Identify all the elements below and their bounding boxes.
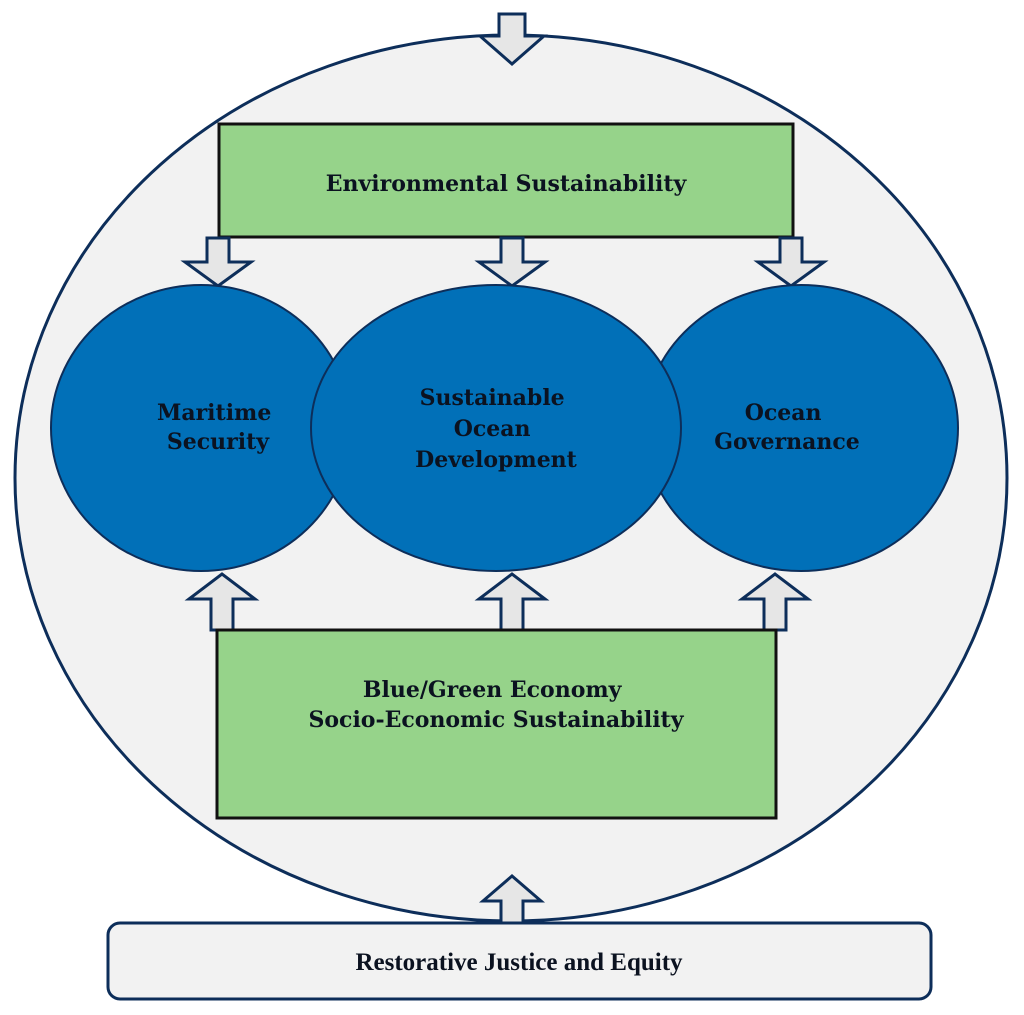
down-arrow-icon bbox=[474, 236, 550, 288]
down-arrow-icon bbox=[753, 236, 829, 288]
restorative-justice-label: Restorative Justice and Equity bbox=[355, 949, 683, 976]
down-arrow-icon bbox=[180, 236, 256, 288]
bge-line-1: Blue/Green Economy bbox=[363, 677, 623, 703]
sod-line-2: Ocean bbox=[454, 416, 531, 442]
sod-line-3: Development bbox=[415, 447, 578, 473]
ocean-governance-label: Ocean Governance bbox=[714, 400, 859, 455]
ocean-governance-line-2: Governance bbox=[714, 429, 859, 455]
blue-green-economy-label: Blue/Green Economy Socio-Economic Sustai… bbox=[308, 677, 684, 733]
environmental-sustainability-box bbox=[217, 122, 795, 239]
ocean-governance-ellipse bbox=[643, 284, 959, 572]
environmental-sustainability-label: Environmental Sustainability bbox=[326, 171, 688, 197]
down-arrow-icon bbox=[476, 12, 548, 66]
maritime-security-line-2: Security bbox=[167, 429, 270, 455]
maritime-security-ellipse bbox=[50, 284, 352, 572]
ocean-governance-line-1: Ocean bbox=[745, 400, 822, 426]
up-arrow-icon bbox=[478, 874, 546, 925]
maritime-security-line-1: Maritime bbox=[157, 400, 271, 426]
sod-line-1: Sustainable bbox=[420, 385, 565, 411]
up-arrow-icon bbox=[737, 572, 813, 632]
up-arrow-icon bbox=[474, 572, 550, 632]
restorative-justice-box bbox=[106, 921, 933, 1001]
blue-green-economy-box bbox=[215, 628, 778, 820]
up-arrow-icon bbox=[184, 572, 260, 632]
bge-line-2: Socio-Economic Sustainability bbox=[308, 707, 684, 733]
sustainable-ocean-development-ellipse bbox=[310, 284, 682, 572]
maritime-security-label: Maritime Security bbox=[157, 400, 279, 455]
sustainable-ocean-development-label: Sustainable Ocean Development bbox=[415, 385, 578, 473]
